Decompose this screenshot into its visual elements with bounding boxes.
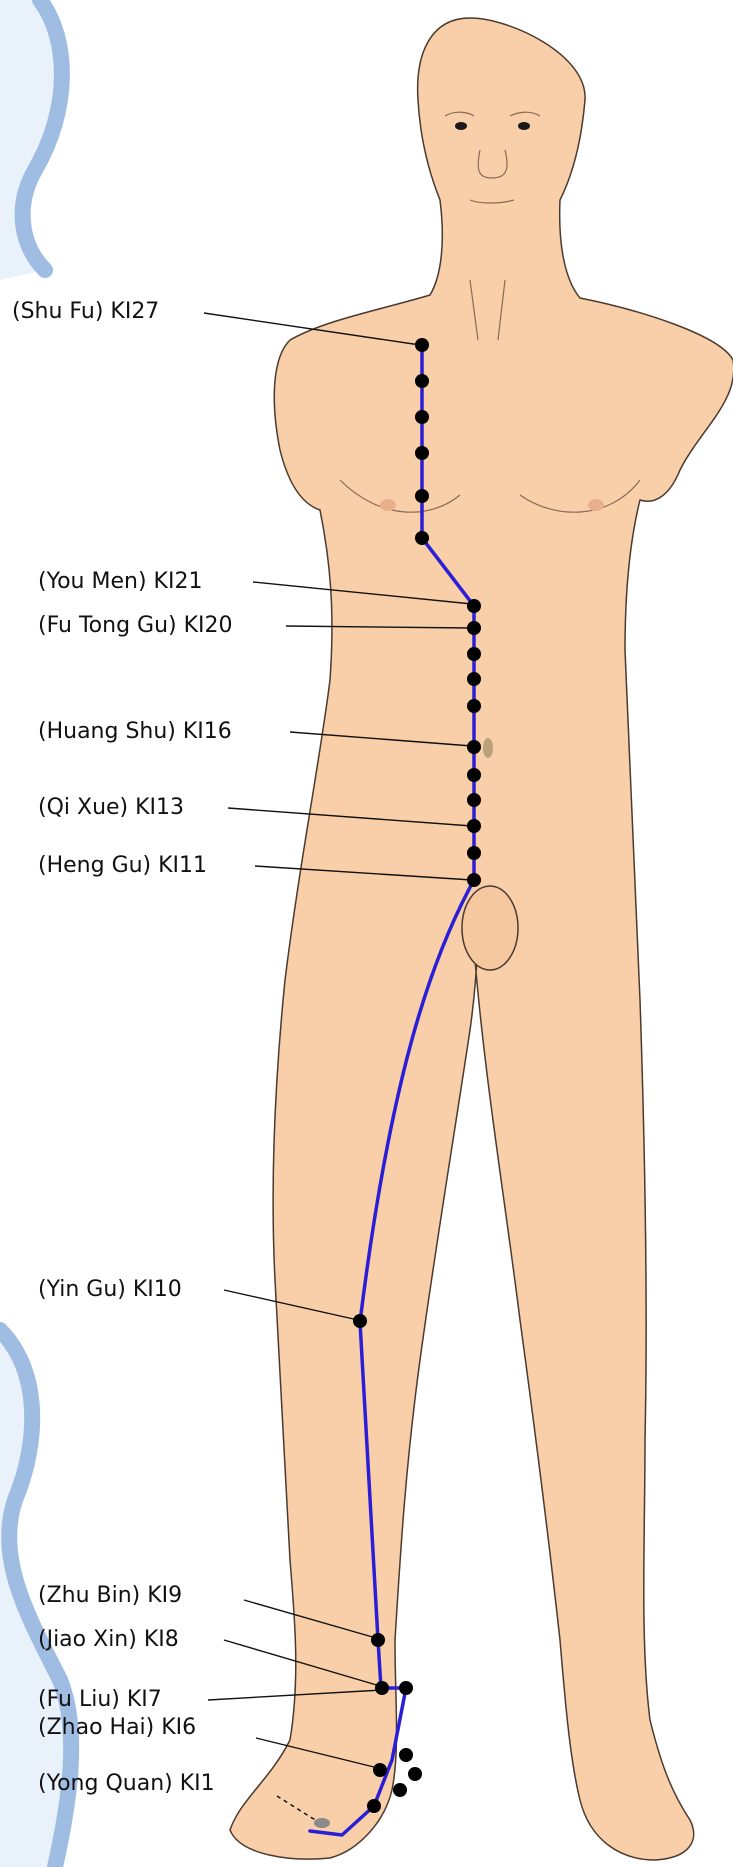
label-ki8: (Jiao Xin) KI8 (38, 1627, 179, 1652)
point-ki12 (467, 846, 481, 860)
label-ki20: (Fu Tong Gu) KI20 (38, 613, 233, 638)
label-ki16: (Huang Shu) KI16 (38, 719, 232, 744)
point-ki21 (467, 599, 481, 613)
sole-point-marker (314, 1818, 330, 1828)
point-ki23 (415, 489, 429, 503)
label-ki1: (Yong Quan) KI1 (38, 1771, 215, 1796)
point-ki16 (467, 740, 481, 754)
point-ki7 (399, 1681, 413, 1695)
point-ki8 (375, 1681, 389, 1695)
point-ki2 (367, 1799, 381, 1813)
label-ki6: (Zhao Hai) KI6 (38, 1715, 196, 1740)
point-ki15 (467, 768, 481, 782)
point-ki22 (415, 531, 429, 545)
right-eye (518, 122, 530, 130)
label-ki7: (Fu Liu) KI7 (38, 1687, 162, 1712)
point-ki3 (393, 1783, 407, 1797)
point-ki14 (467, 793, 481, 807)
point-ki19 (467, 647, 481, 661)
left-nipple (380, 499, 396, 511)
point-labels: (Shu Fu) KI27 (You Men) KI21 (Fu Tong Gu… (12, 299, 233, 1796)
label-ki9: (Zhu Bin) KI9 (38, 1583, 182, 1608)
left-eye (455, 122, 467, 130)
groin (462, 886, 518, 970)
point-ki18 (467, 672, 481, 686)
point-ki5 (399, 1748, 413, 1762)
navel (483, 738, 493, 758)
point-ki24 (415, 446, 429, 460)
label-ki21: (You Men) KI21 (38, 569, 202, 594)
point-ki6 (373, 1763, 387, 1777)
point-ki26 (415, 374, 429, 388)
point-ki20 (467, 621, 481, 635)
point-ki17 (467, 699, 481, 713)
point-ki11 (467, 873, 481, 887)
point-ki4 (408, 1767, 422, 1781)
body-figure (230, 18, 733, 1860)
point-ki27 (415, 338, 429, 352)
label-ki11: (Heng Gu) KI11 (38, 853, 207, 878)
point-ki25 (415, 410, 429, 424)
point-ki9 (371, 1633, 385, 1647)
right-nipple (588, 499, 604, 511)
point-ki10 (353, 1314, 367, 1328)
point-ki13 (467, 819, 481, 833)
label-ki27: (Shu Fu) KI27 (12, 299, 159, 324)
label-ki10: (Yin Gu) KI10 (38, 1277, 182, 1302)
label-ki13: (Qi Xue) KI13 (38, 795, 184, 820)
